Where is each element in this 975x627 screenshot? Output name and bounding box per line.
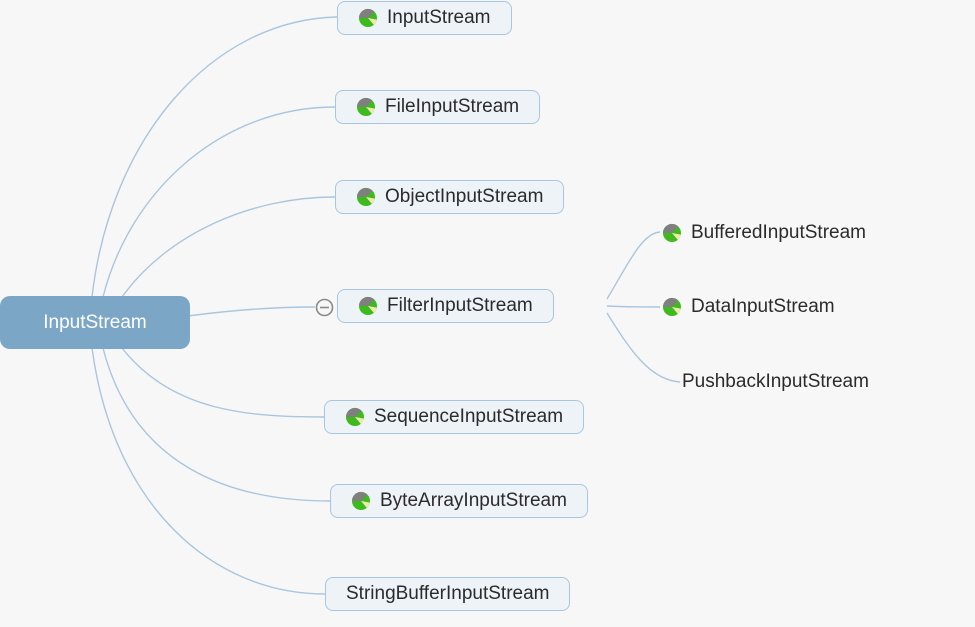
connector-filter-pushbackinputstream: [606, 312, 681, 383]
root-node-inputstream[interactable]: InputStream: [0, 296, 190, 349]
class-pie-icon: [662, 223, 681, 242]
node-sequenceinputstream[interactable]: SequenceInputStream: [324, 400, 585, 434]
node-label: InputStream: [387, 7, 491, 28]
class-pie-icon: [356, 97, 375, 116]
connector-root-filterinputstream: [187, 306, 316, 317]
connector-filter-datainputstream: [606, 305, 661, 308]
class-pie-icon: [356, 187, 375, 206]
node-label: FileInputStream: [385, 96, 520, 117]
connector-root-stringbufferinputstream: [91, 347, 326, 595]
connector-root-objectinputstream: [121, 196, 336, 298]
node-stringbufferinputstream[interactable]: StringBufferInputStream: [325, 577, 571, 611]
class-pie-icon: [662, 297, 681, 316]
connector-root-inputstream: [91, 16, 338, 298]
root-node-label: InputStream: [43, 311, 147, 333]
connector-root-fileinputstream: [102, 106, 336, 298]
node-datainputstream[interactable]: DataInputStream: [662, 292, 835, 322]
node-pushbackinputstream[interactable]: PushbackInputStream: [682, 367, 869, 397]
class-pie-icon: [358, 296, 377, 315]
class-pie-icon: [358, 8, 377, 27]
node-label: BufferedInputStream: [691, 222, 866, 243]
node-label: ObjectInputStream: [385, 186, 544, 207]
connector-filter-bufferedinputstream: [606, 231, 661, 300]
node-label: DataInputStream: [691, 296, 835, 317]
node-filterinputstream[interactable]: FilterInputStream: [337, 289, 554, 323]
connector-root-sequenceinputstream: [121, 347, 325, 418]
class-pie-icon: [351, 491, 370, 510]
connector-root-bytearrayinputstream: [102, 347, 331, 502]
node-inputstream[interactable]: InputStream: [337, 1, 512, 35]
collapse-toggle-icon[interactable]: [315, 298, 334, 317]
node-label: ByteArrayInputStream: [380, 490, 567, 511]
node-bytearrayinputstream[interactable]: ByteArrayInputStream: [330, 484, 588, 518]
node-label: StringBufferInputStream: [346, 583, 550, 604]
node-bufferedinputstream[interactable]: BufferedInputStream: [662, 218, 866, 248]
node-objectinputstream[interactable]: ObjectInputStream: [335, 180, 565, 214]
node-fileinputstream[interactable]: FileInputStream: [335, 90, 541, 124]
node-label: PushbackInputStream: [682, 371, 869, 392]
node-label: FilterInputStream: [387, 295, 533, 316]
class-pie-icon: [345, 407, 364, 426]
node-label: SequenceInputStream: [374, 406, 564, 427]
